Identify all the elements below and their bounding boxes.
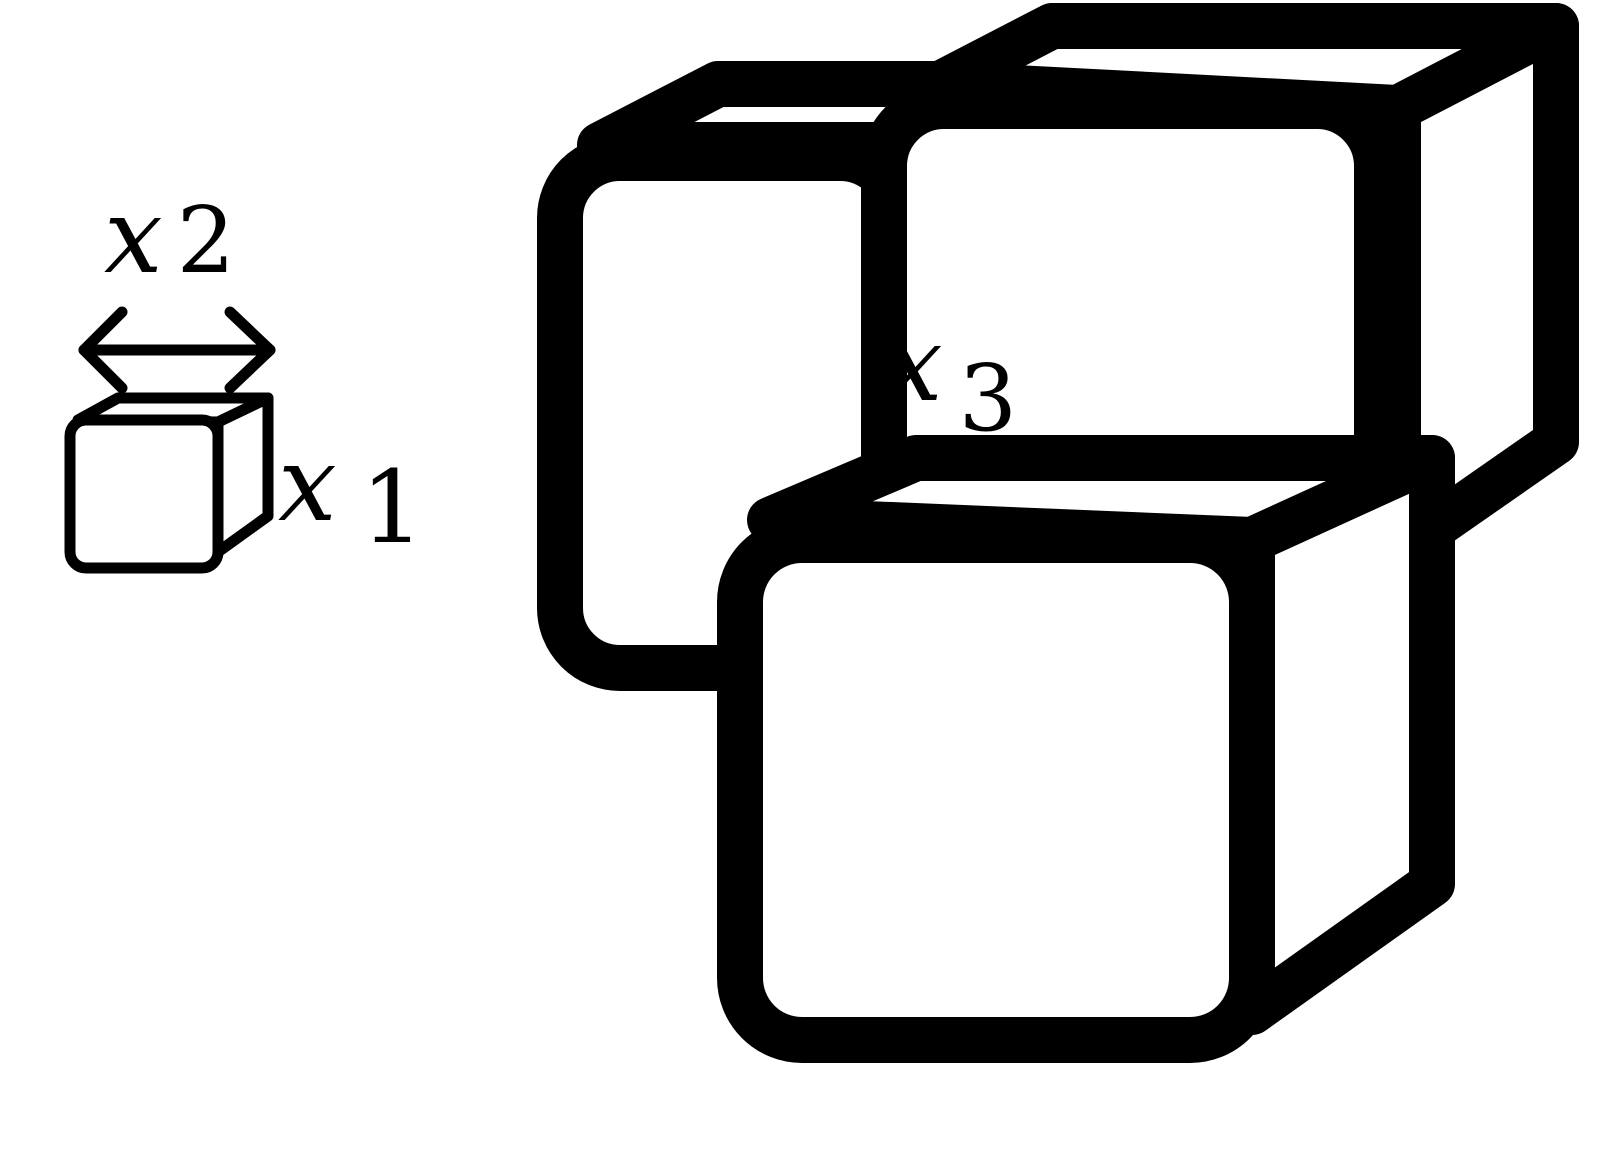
large-cube-front-front-face <box>717 517 1275 1063</box>
small-cube-front-face <box>64 414 224 574</box>
width-arrow-right-head <box>224 306 276 394</box>
label-x2-base: x <box>104 175 163 297</box>
label-x3-base: x <box>884 303 943 425</box>
small-cube <box>64 392 274 574</box>
width-arrow-left-head <box>78 306 128 394</box>
label-x3-subscript: 3 <box>959 345 1018 452</box>
large-cube-front <box>717 435 1455 1063</box>
label-x1-subscript: 1 <box>361 449 425 566</box>
label-x1-base: x <box>278 423 337 545</box>
label-x2-subscript: 2 <box>177 187 236 294</box>
width-arrow <box>78 306 276 394</box>
